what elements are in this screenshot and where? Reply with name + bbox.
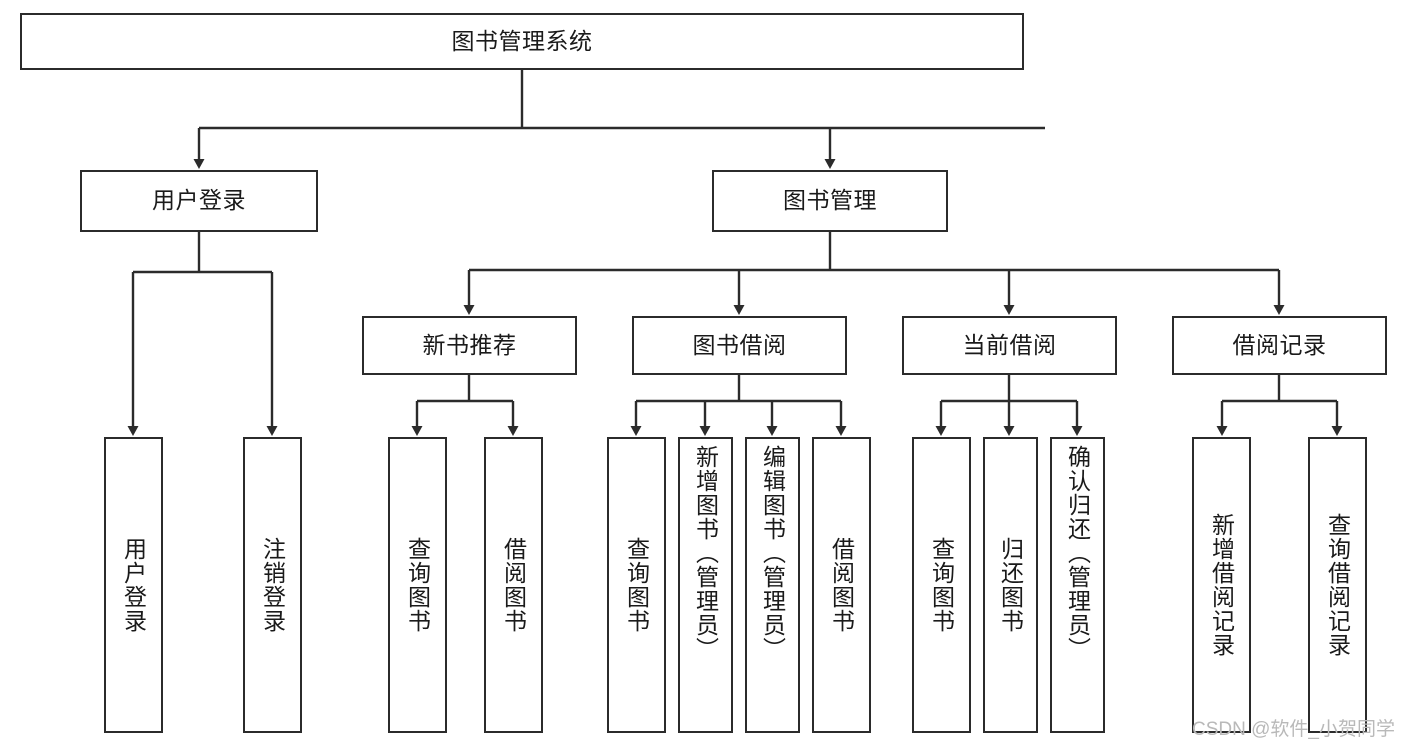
leaf-logout-label: 注销登录 [259, 537, 286, 633]
leaf-edit-book-admin[interactable]: 编辑图书（管理员） [745, 437, 800, 733]
node-user-login-label: 用户登录 [152, 187, 246, 214]
leaf-add-borrow-record-label: 新增借阅记录 [1208, 513, 1235, 657]
node-new-book-recommend[interactable]: 新书推荐 [362, 316, 577, 375]
leaf-add-book-admin-label: 新增图书（管理员） [692, 445, 719, 661]
leaf-add-borrow-record[interactable]: 新增借阅记录 [1192, 437, 1251, 733]
node-book-management[interactable]: 图书管理 [712, 170, 948, 232]
leaf-return-book[interactable]: 归还图书 [983, 437, 1038, 733]
leaf-borrow-book[interactable]: 借阅图书 [812, 437, 871, 733]
leaf-confirm-return-admin[interactable]: 确认归还（管理员） [1050, 437, 1105, 733]
node-user-login[interactable]: 用户登录 [80, 170, 318, 232]
leaf-query-borrow-record[interactable]: 查询借阅记录 [1308, 437, 1367, 733]
leaf-borrow-query-book-label: 查询图书 [623, 537, 650, 633]
leaf-edit-book-admin-label: 编辑图书（管理员） [759, 445, 786, 661]
node-book-borrow-label: 图书借阅 [692, 331, 787, 358]
leaf-borrow-query-book[interactable]: 查询图书 [607, 437, 666, 733]
leaf-current-query-book[interactable]: 查询图书 [912, 437, 971, 733]
node-borrow-record-label: 借阅记录 [1232, 331, 1327, 358]
leaf-new-book-borrow[interactable]: 借阅图书 [484, 437, 543, 733]
leaf-query-borrow-record-label: 查询借阅记录 [1324, 513, 1351, 657]
leaf-new-book-query-label: 查询图书 [404, 537, 431, 633]
leaf-borrow-book-label: 借阅图书 [828, 537, 855, 633]
leaf-current-query-book-label: 查询图书 [928, 537, 955, 633]
node-new-book-recommend-label: 新书推荐 [422, 331, 517, 358]
leaf-logout[interactable]: 注销登录 [243, 437, 302, 733]
watermark-text: CSDN @软件_小贺同学 [1192, 719, 1395, 740]
leaf-confirm-return-admin-label: 确认归还（管理员） [1064, 445, 1091, 661]
node-book-borrow[interactable]: 图书借阅 [632, 316, 847, 375]
node-current-borrow[interactable]: 当前借阅 [902, 316, 1117, 375]
node-current-borrow-label: 当前借阅 [962, 331, 1057, 358]
leaf-return-book-label: 归还图书 [997, 537, 1024, 633]
leaf-add-book-admin[interactable]: 新增图书（管理员） [678, 437, 733, 733]
node-borrow-record[interactable]: 借阅记录 [1172, 316, 1387, 375]
leaf-new-book-borrow-label: 借阅图书 [500, 537, 527, 633]
leaf-new-book-query[interactable]: 查询图书 [388, 437, 447, 733]
node-root-label: 图书管理系统 [451, 27, 593, 54]
leaf-user-login[interactable]: 用户登录 [104, 437, 163, 733]
node-root[interactable]: 图书管理系统 [20, 13, 1024, 70]
leaf-user-login-label: 用户登录 [120, 537, 147, 633]
node-book-management-label: 图书管理 [783, 187, 877, 214]
